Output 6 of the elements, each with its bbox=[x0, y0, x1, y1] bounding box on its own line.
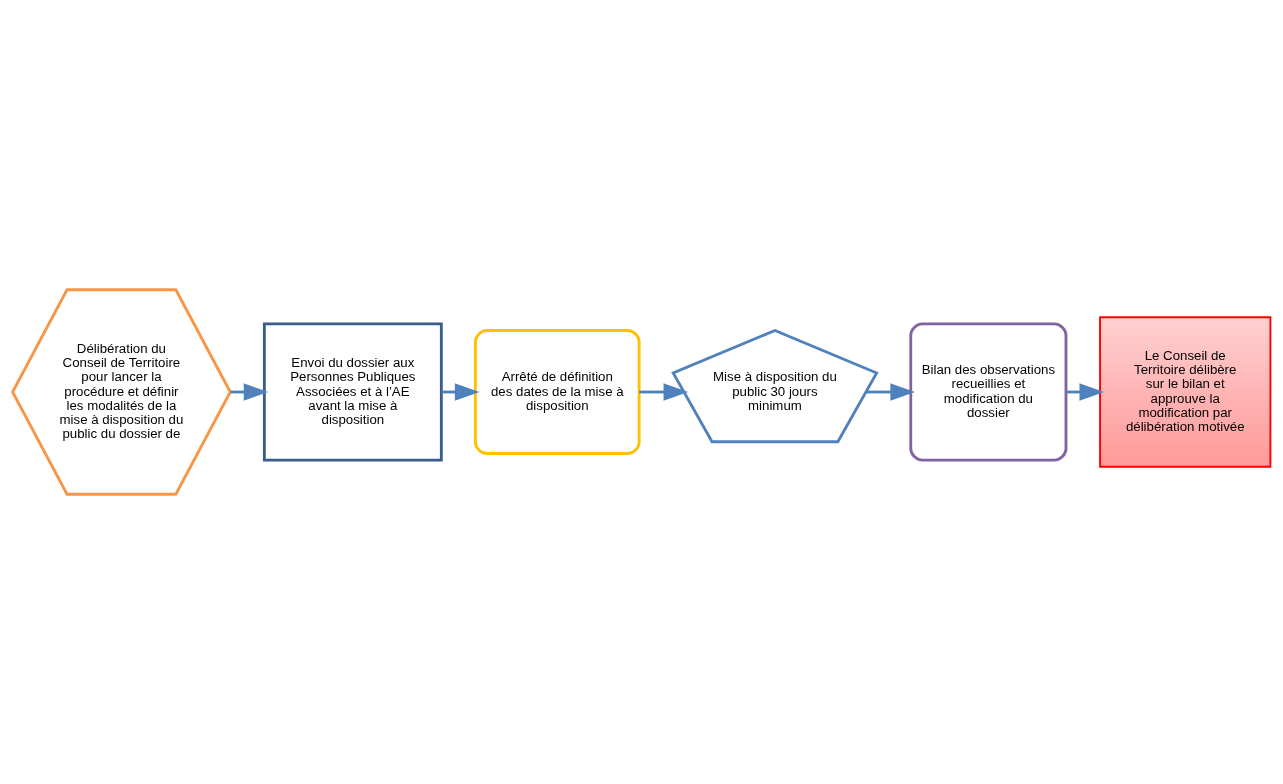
node-box: Le Conseil de Territoire délibère sur le bilan et approuve la modification par délibération motivée bbox=[1099, 316, 1272, 468]
node-box: Envoi du dossier aux Personnes Publiques Associées et à l’AE avant la mise à disposition bbox=[262, 322, 443, 462]
arrow bbox=[639, 383, 689, 401]
arrow bbox=[866, 383, 916, 401]
node-box: Bilan des observations recueillies et modification du dossier bbox=[909, 322, 1068, 462]
node-box: Arrêté de définition des dates de la mise à disposition bbox=[473, 329, 641, 455]
